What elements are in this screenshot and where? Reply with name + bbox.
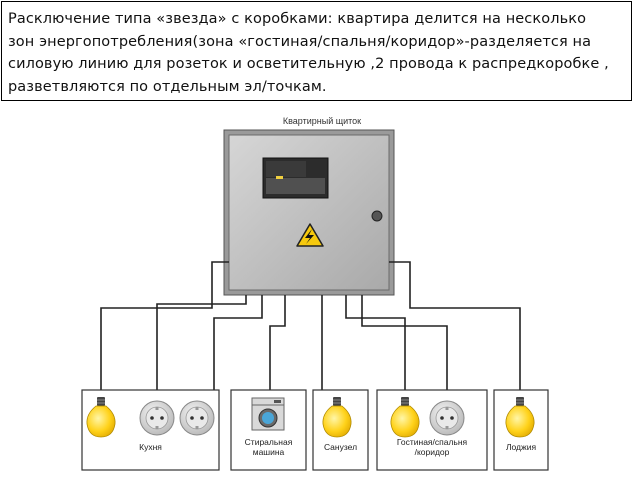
wire (389, 261, 521, 398)
caption-line: зон энергопотребления(зона «гостиная/спа… (8, 33, 592, 50)
group-label: машина (253, 447, 285, 457)
light-bulb-icon (322, 397, 352, 438)
distribution-panel (223, 129, 395, 296)
panel-title: Квартирный щиток (283, 116, 361, 126)
caption-line: силовую линию для розеток и осветительну… (8, 56, 609, 72)
light-bulb-icon (86, 397, 116, 438)
wire (213, 295, 263, 398)
socket-icon (139, 400, 175, 436)
warning-icon (296, 223, 324, 247)
device-group-loggia: Лоджия (493, 389, 549, 471)
group-label: Гостиная/спальня (397, 437, 468, 447)
group-label: Стиральная (245, 437, 293, 447)
wires (100, 261, 521, 398)
panel-handle (371, 210, 383, 222)
socket-icon (179, 400, 215, 436)
light-bulb-icon (505, 397, 535, 438)
washing-machine-icon (251, 397, 285, 431)
caption-line: Расключение типа «звезда» с коробками: к… (8, 11, 587, 27)
wire (156, 295, 247, 398)
device-group-living: Гостиная/спальня/коридор (376, 389, 488, 471)
wire (345, 295, 406, 398)
wire (269, 295, 286, 398)
caption-line: разветвляются по отдельным эл/точкам. (8, 78, 327, 95)
group-label: Санузел (324, 442, 357, 452)
description-text-box: Расключение типа «звезда» с коробками: к… (1, 1, 632, 101)
group-label: Лоджия (506, 442, 537, 452)
wire (361, 295, 448, 398)
device-group-kitchen: Кухня (81, 389, 220, 471)
breaker-window (262, 157, 329, 199)
group-label: /коридор (415, 447, 450, 457)
wire (100, 261, 229, 398)
light-bulb-icon (390, 397, 420, 438)
socket-icon (429, 400, 465, 436)
group-label: Кухня (139, 442, 162, 452)
device-group-bathroom: Санузел (312, 389, 369, 471)
